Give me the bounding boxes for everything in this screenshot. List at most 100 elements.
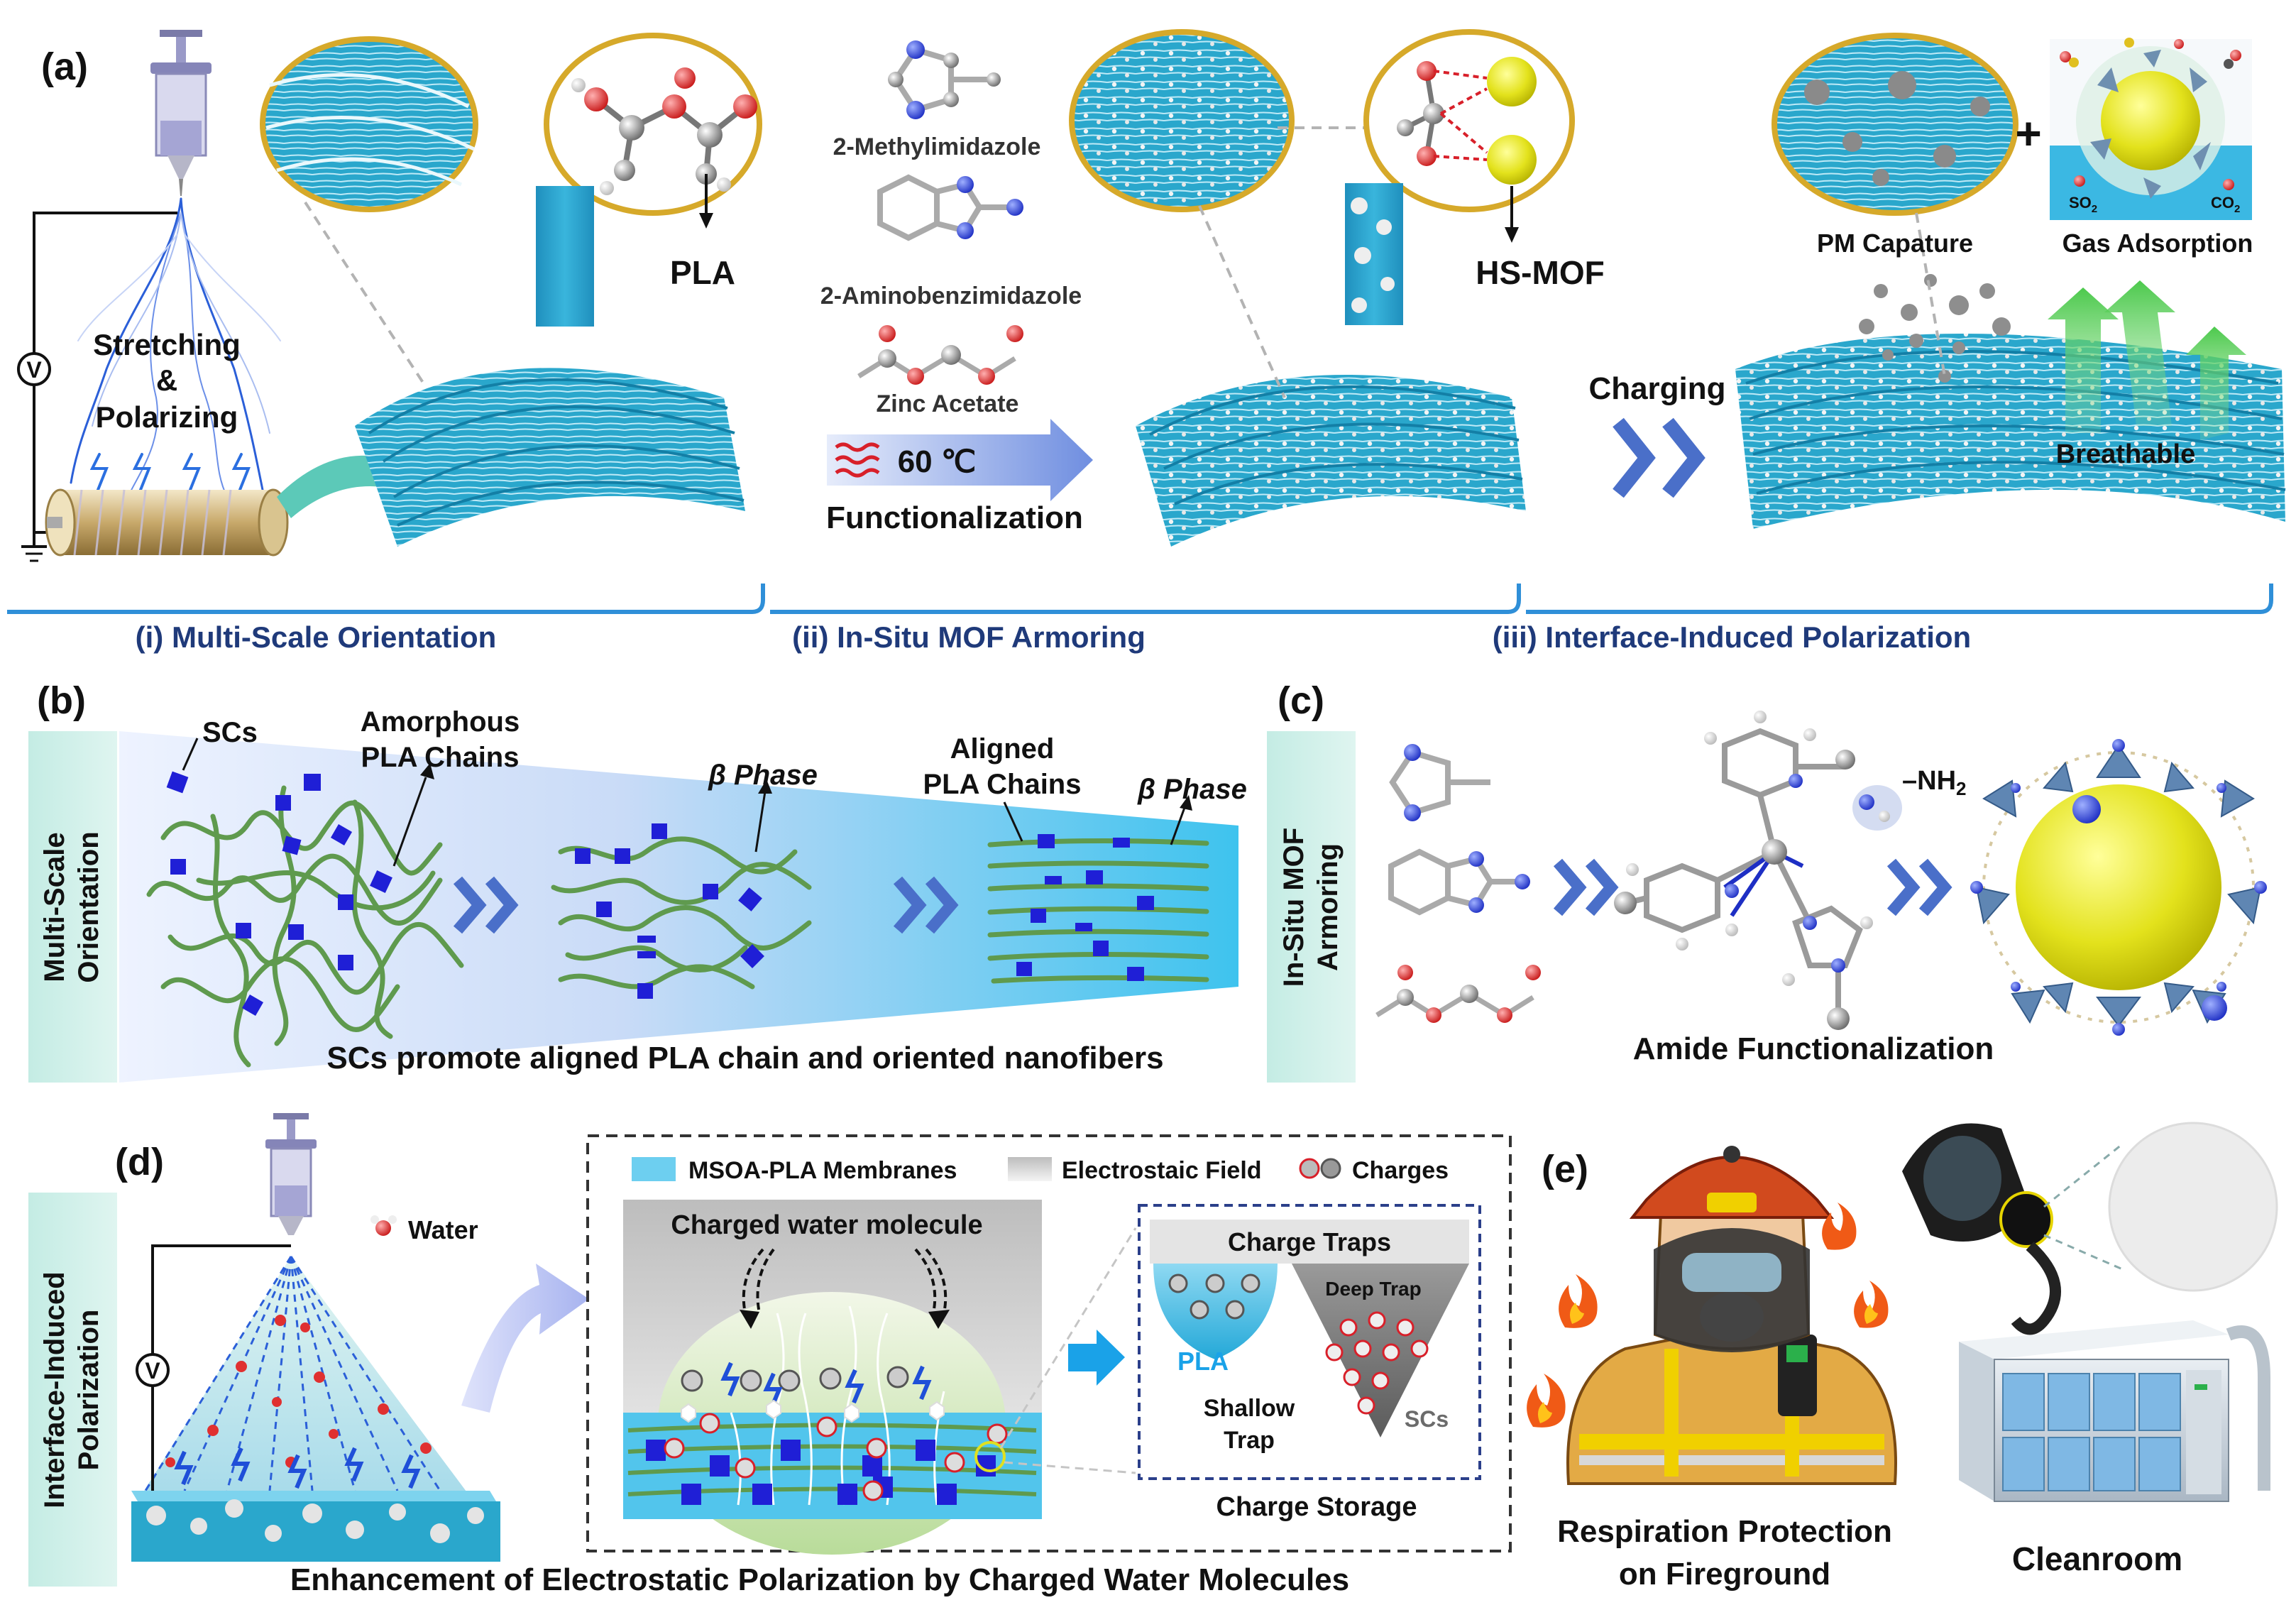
beta-phase-1-label: β Phase: [708, 760, 818, 791]
ligand-small-1: [1389, 744, 1490, 821]
charge-trap-header: [1150, 1220, 1469, 1264]
circuit-d: V: [136, 1244, 291, 1508]
zoom-view-fibers: [260, 36, 478, 212]
zoom-line-e: [2043, 1143, 2123, 1208]
nh2-highlight: [1852, 785, 1902, 831]
rotating-collector: [45, 488, 289, 557]
stage-brackets: [7, 584, 2273, 614]
panel-b-caption: SCs promote aligned PLA chain and orient…: [326, 1041, 1163, 1075]
membrane-slab: [131, 1491, 500, 1562]
beta-phase-2-label: β Phase: [1137, 774, 1247, 805]
charged-water-label: Charged water molecule: [671, 1210, 982, 1240]
legend-positive-charge: [1299, 1158, 1320, 1179]
electrospinning-jet: [70, 197, 281, 498]
negative-charges: [681, 1366, 909, 1392]
chevron-c2: [1886, 858, 1952, 916]
deep-trap-label: Deep Trap: [1325, 1278, 1421, 1300]
gas-adsorption-view: SO2 CO2: [2050, 38, 2252, 220]
shallow-trap-line2: Trap: [1224, 1427, 1275, 1454]
legend-membrane-swatch: [632, 1157, 676, 1181]
panel-a: (a): [7, 29, 2286, 654]
so2-label: SO2: [2069, 194, 2097, 215]
firefighter-illustration: [1566, 1146, 1897, 1485]
beta-pointer-1: [754, 791, 767, 853]
voltmeter-icon: [17, 352, 51, 386]
stretch-label-line2: &: [156, 363, 177, 397]
panel-c-side-line1: In-Situ MOF: [1278, 828, 1309, 987]
nh2-label: –NH2: [1902, 766, 1967, 799]
hs-mof-label: HS-MOF: [1476, 254, 1604, 291]
membrane-disc: [2108, 1122, 2278, 1292]
panel-d-label: (d): [115, 1141, 164, 1183]
zoom-line-d1: [999, 1227, 1137, 1449]
mechanism-arrow: [1068, 1330, 1125, 1386]
chevron-b1: [453, 876, 519, 934]
charging-chevrons: [1613, 417, 1705, 498]
chevron-b2: [893, 876, 959, 934]
zoom-view-mof-fibers: [1069, 29, 1295, 212]
panel-e: (e) Respiration Protect: [1527, 1122, 2278, 1592]
amorphous-chains: [146, 785, 464, 1068]
panel-c-label: (c): [1278, 679, 1324, 722]
breathable-arrows: [2048, 280, 2246, 440]
zoom-line-d2: [1004, 1461, 1136, 1474]
syringe-icon: [150, 30, 212, 196]
amide-complex: [1614, 711, 1902, 1030]
pla-trap-label: PLA: [1177, 1347, 1229, 1376]
aligned-label-line1: Aligned: [950, 733, 1055, 765]
panel-c: (c) In-Situ MOF Armoring: [1267, 679, 2267, 1083]
voltmeter-symbol: V: [26, 357, 42, 383]
zoom-marker-d: [974, 1441, 1006, 1472]
zoom-line-2: [1198, 205, 1286, 398]
gas-molecules: [2060, 38, 2241, 190]
panel-b-side-line2: Orientation: [73, 831, 104, 982]
field-arrowheads: [740, 1310, 950, 1329]
cleanroom-illustration: [1959, 1320, 2270, 1502]
water-label: Water: [408, 1215, 478, 1244]
scs-trap-label: SCs: [1405, 1406, 1449, 1432]
pla-label: PLA: [670, 254, 735, 291]
beta-pointer-2: [1170, 805, 1187, 845]
beta-pointer-2-head: [1180, 795, 1192, 811]
scs-particles-semi: [575, 823, 764, 999]
ligand-2-methylimidazole: [888, 40, 1001, 119]
zoom-view-pla-molecule: [544, 33, 762, 216]
panel-d-side-line1: Interface-Induced: [39, 1271, 70, 1508]
charging-label: Charging: [1588, 371, 1725, 406]
stretch-label-line1: Stretching: [93, 328, 241, 361]
spark-icons: [174, 1447, 421, 1489]
panel-d-side-tab: [28, 1193, 117, 1587]
mof-cage: [1970, 739, 2267, 1036]
respiration-label-line1: Respiration Protection: [1557, 1514, 1892, 1549]
flow-arrow-d: [461, 1264, 589, 1413]
ligand-small-2: [1388, 848, 1530, 916]
panel-c-side-tab: [1267, 731, 1356, 1083]
zoom-view-pm-capture: [1772, 33, 2018, 216]
co2-label: CO2: [2211, 194, 2240, 215]
panel-b-side-tab: [28, 731, 117, 1083]
breathable-label: Breathable: [2056, 439, 2195, 469]
stage-2-label: (ii) In-Situ MOF Armoring: [792, 620, 1146, 654]
panel-d-side-line2: Polarization: [73, 1310, 104, 1471]
fiber-mat-aligned: [355, 368, 745, 547]
spray-cone: [142, 1256, 468, 1494]
aligned-chains: [987, 838, 1209, 984]
semi-aligned-chains: [551, 836, 812, 990]
panel-a-label: (a): [41, 45, 88, 88]
stage-3-label: (iii) Interface-Induced Polarization: [1493, 620, 1971, 654]
stage-1-label: (i) Multi-Scale Orientation: [136, 620, 497, 654]
gas-adsorption-label: Gas Adsorption: [2062, 229, 2253, 258]
zoom-view-hs-mof: [1363, 29, 1575, 212]
fiber-mat-mof: [1136, 375, 1526, 547]
scs-pointer: [182, 738, 199, 771]
positive-charges: [664, 1413, 1008, 1501]
scs-label: SCs: [202, 717, 258, 748]
respiration-label-line2: on Fireground: [1619, 1557, 1830, 1592]
ligand-small-3: [1375, 965, 1541, 1023]
zoom-line-4: [1915, 212, 1946, 377]
circuit: V: [17, 212, 177, 562]
beta-pointer-1-head: [758, 779, 772, 794]
deep-trap-well: [1292, 1264, 1469, 1437]
voltmeter-icon-d: [136, 1353, 170, 1387]
